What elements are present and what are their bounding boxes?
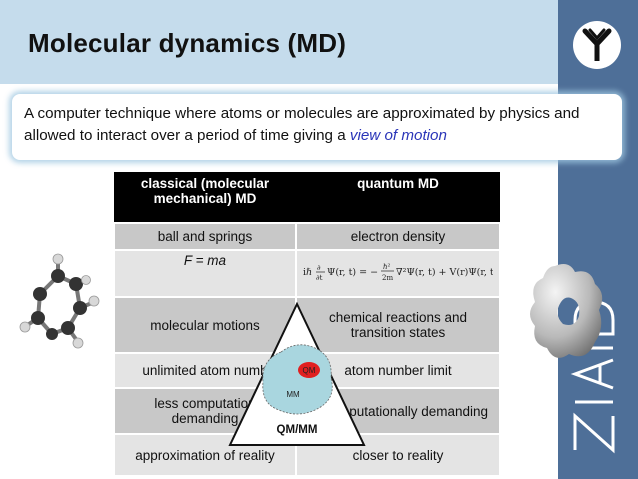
definition-body: A computer technique where atoms or mole… — [24, 105, 580, 144]
table-cell: ball and springs — [113, 222, 297, 251]
table-row: F = ma iℏ ∂ ∂t Ψ(r, t) = − ℏ² 2m ∇²Ψ(r, … — [113, 249, 501, 298]
qm-mm-caption: QM/MM — [277, 424, 318, 436]
definition-highlight: view of motion — [349, 127, 447, 144]
electron-density-surface-image — [530, 264, 603, 358]
table-header-row: classical (molecular mechanical) MD quan… — [114, 172, 500, 223]
svg-text:∂t: ∂t — [316, 274, 323, 282]
title-bar — [0, 0, 558, 84]
mm-label: MM — [286, 390, 300, 399]
col-header-quantum: quantum MD — [296, 172, 500, 223]
svg-text:∇²Ψ(r, t) + V(r)Ψ(r, t): ∇²Ψ(r, t) + V(r)Ψ(r, t) — [396, 267, 493, 278]
qm-label: QM — [303, 366, 316, 375]
table-row: ball and springs electron density — [113, 222, 501, 251]
svg-text:Ψ(r, t) = −: Ψ(r, t) = − — [327, 267, 378, 278]
table-cell: F = ma — [113, 249, 297, 298]
table-cell: chemical reactions and transition states — [295, 296, 501, 354]
ball-and-stick-molecule-image — [19, 253, 100, 349]
schrodinger-equation-image: iℏ ∂ ∂t Ψ(r, t) = − ℏ² 2m ∇²Ψ(r, t) + V(… — [303, 263, 497, 282]
slide-title: Molecular dynamics (MD) — [28, 28, 347, 58]
col-header-classical: classical (molecular mechanical) MD — [114, 172, 296, 223]
definition-box — [12, 94, 622, 160]
qm-mm-diagram: QM MM QM/MM — [228, 302, 366, 446]
svg-text:iℏ: iℏ — [303, 267, 312, 278]
definition-text: A computer technique where atoms or mole… — [24, 103, 624, 147]
table-cell: electron density — [295, 222, 501, 251]
schrodinger-equation-cell: iℏ ∂ ∂t Ψ(r, t) = − ℏ² 2m ∇²Ψ(r, t) + V(… — [295, 249, 501, 298]
newton-equation: F = ma — [183, 253, 227, 268]
svg-text:2m: 2m — [382, 274, 393, 282]
antibody-logo-icon — [573, 21, 621, 69]
svg-text:ℏ²: ℏ² — [383, 263, 391, 271]
brand-sidebar — [558, 0, 638, 479]
svg-text:∂: ∂ — [317, 264, 321, 272]
table-cell: molecular motions — [113, 296, 297, 354]
table-row: molecular motions chemical reactions and… — [113, 296, 501, 354]
